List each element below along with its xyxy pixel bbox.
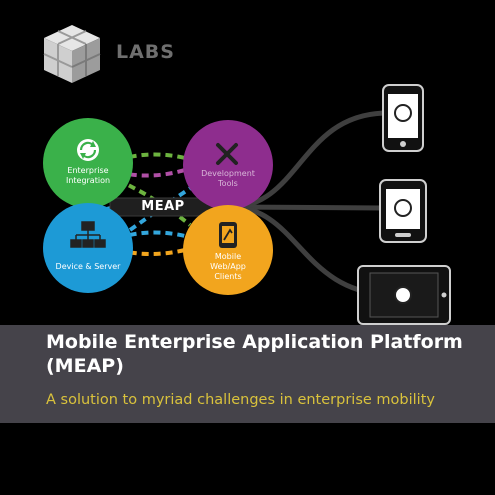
smartphone-2 <box>379 179 427 243</box>
label-mobile-clients: Mobile Web/App Clients <box>210 252 246 281</box>
node-device-server <box>43 203 133 293</box>
smartphone-1 <box>382 84 424 152</box>
banner-title: Mobile Enterprise Application Platform (… <box>46 330 486 378</box>
node-enterprise-integration <box>43 118 133 208</box>
node-development-tools <box>183 120 273 210</box>
node-mobile-clients <box>183 205 273 295</box>
label-device-server: Device & Server <box>55 262 121 271</box>
banner-title-line1: Mobile Enterprise Application Platform <box>46 331 463 353</box>
network-icon <box>70 221 106 248</box>
logo-suffix: LABS <box>116 41 175 63</box>
banner-title-line2: (MEAP) <box>46 355 124 377</box>
mobile-app-icon <box>219 222 237 248</box>
label-development-tools: Development Tools <box>201 169 255 188</box>
title-banner <box>0 325 495 423</box>
banner-subtitle: A solution to myriad challenges in enter… <box>46 392 435 408</box>
meap-hub-label: MEAP <box>141 199 185 214</box>
cube-logo-icon <box>43 25 101 83</box>
label-enterprise-integration: Enterprise Integration <box>65 166 111 185</box>
tools-icon <box>216 143 238 165</box>
logo-wordmark: LABS <box>116 41 175 63</box>
tablet-device <box>357 265 451 325</box>
